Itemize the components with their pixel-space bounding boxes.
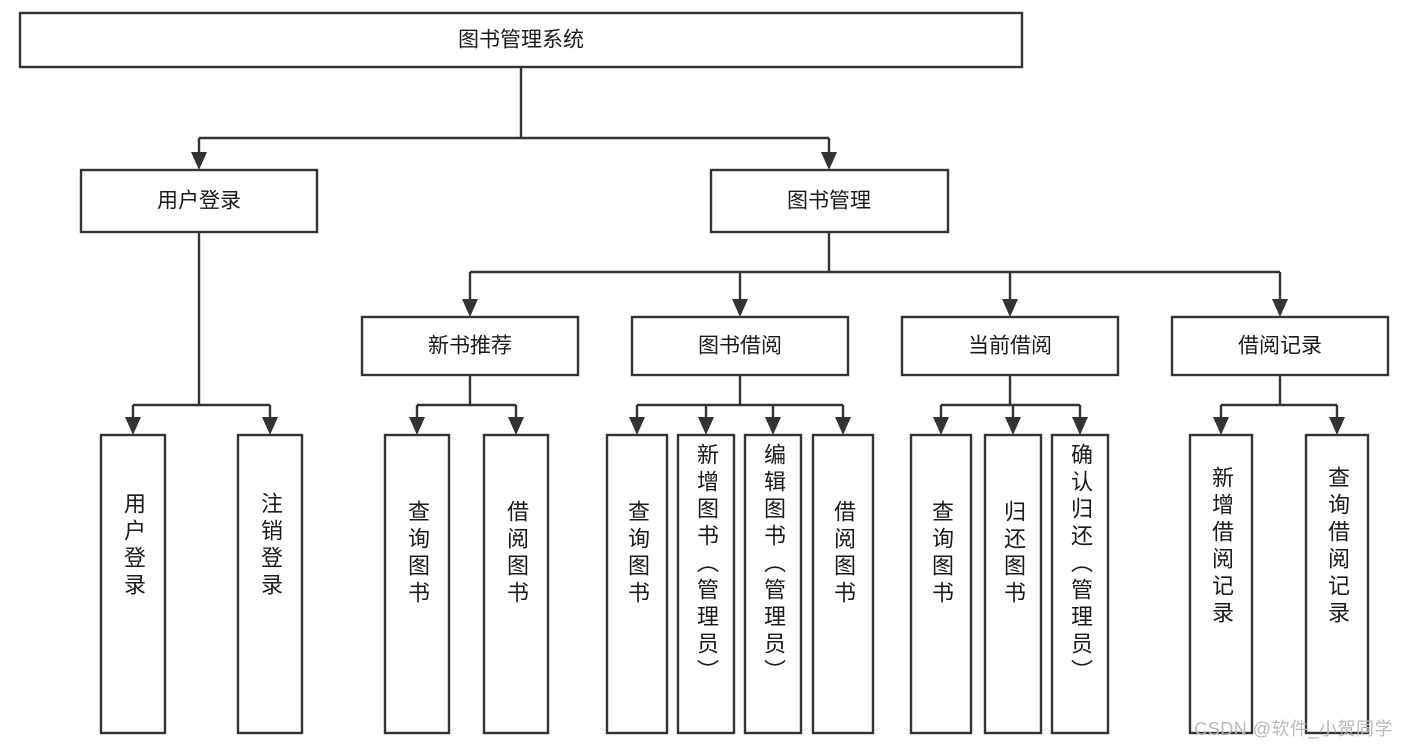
node-current-borrow-label: 当前借阅 xyxy=(968,335,1052,358)
connector-layer xyxy=(125,67,1345,435)
arrow-head-leaf-user-login xyxy=(125,417,141,435)
leaf-box-borrow-book-rec[interactable] xyxy=(482,433,550,735)
leaf-box-query-book-cb[interactable] xyxy=(909,433,973,735)
leaf-box-query-book-rec[interactable] xyxy=(383,433,451,735)
leaf-box-return-book[interactable] xyxy=(983,433,1043,735)
leaf-layer xyxy=(99,433,1370,735)
leaf-box-user-login[interactable] xyxy=(99,433,167,735)
node-borrow-record-label: 借阅记录 xyxy=(1238,335,1322,358)
leaf-box-add-borrow-record[interactable] xyxy=(1188,433,1254,735)
arrow-head-bb-leaf-3 xyxy=(765,417,781,435)
leaf-box-confirm-return-admin[interactable] xyxy=(1050,433,1110,735)
node-current-borrow-box[interactable] xyxy=(900,315,1120,377)
node-borrow-record[interactable]: 借阅记录 xyxy=(1170,315,1390,377)
node-new-book-recommend[interactable]: 新书推荐 xyxy=(360,315,580,377)
arrow-head-current-borrow xyxy=(1002,299,1018,317)
arrow-head-new-book-rec xyxy=(462,299,478,317)
arrow-head-br-leaf-1 xyxy=(1213,417,1229,435)
arrow-head-bb-leaf-1 xyxy=(629,417,645,435)
node-user-login[interactable]: 用户登录 xyxy=(79,168,319,234)
arrow-head-book-borrow xyxy=(732,299,748,317)
arrow-head-cb-leaf-2 xyxy=(1005,417,1021,435)
node-book-management-box[interactable] xyxy=(709,168,950,234)
arrow-head-book-mgmt xyxy=(821,152,837,170)
arrow-head-cb-leaf-1 xyxy=(933,417,949,435)
leaf-box-edit-book-admin[interactable] xyxy=(743,433,803,735)
node-book-borrow-label: 图书借阅 xyxy=(698,335,782,358)
leaf-box-query-borrow-record[interactable] xyxy=(1304,433,1370,735)
node-current-borrow[interactable]: 当前借阅 xyxy=(900,315,1120,377)
arrow-head-nb-leaf-1 xyxy=(409,417,425,435)
node-book-management[interactable]: 图书管理 xyxy=(709,168,950,234)
arrow-head-bb-leaf-2 xyxy=(698,417,714,435)
leaf-box-add-book-admin[interactable] xyxy=(676,433,736,735)
node-new-book-recommend-box[interactable] xyxy=(360,315,580,377)
node-root-label: 图书管理系统 xyxy=(458,29,584,52)
node-book-management-label: 图书管理 xyxy=(787,190,871,213)
arrow-head-leaf-logout xyxy=(262,417,278,435)
leaf-box-borrow-book-bb[interactable] xyxy=(811,433,875,735)
arrow-head-borrow-record xyxy=(1272,299,1288,317)
node-book-borrow[interactable]: 图书借阅 xyxy=(630,315,850,377)
node-user-login-label: 用户登录 xyxy=(157,190,241,213)
node-root-box[interactable] xyxy=(18,11,1024,69)
leaf-box-query-book-bb[interactable] xyxy=(605,433,669,735)
arrow-head-nb-leaf-2 xyxy=(508,417,524,435)
leaf-box-logout[interactable] xyxy=(236,433,304,735)
arrow-head-br-leaf-2 xyxy=(1329,417,1345,435)
node-borrow-record-box[interactable] xyxy=(1170,315,1390,377)
node-new-book-recommend-label: 新书推荐 xyxy=(428,335,512,358)
node-root[interactable]: 图书管理系统 xyxy=(18,11,1024,69)
node-book-borrow-box[interactable] xyxy=(630,315,850,377)
arrow-head-user-login xyxy=(191,152,207,170)
arrow-head-bb-leaf-4 xyxy=(835,417,851,435)
arrow-head-cb-leaf-3 xyxy=(1072,417,1088,435)
node-user-login-box[interactable] xyxy=(79,168,319,234)
